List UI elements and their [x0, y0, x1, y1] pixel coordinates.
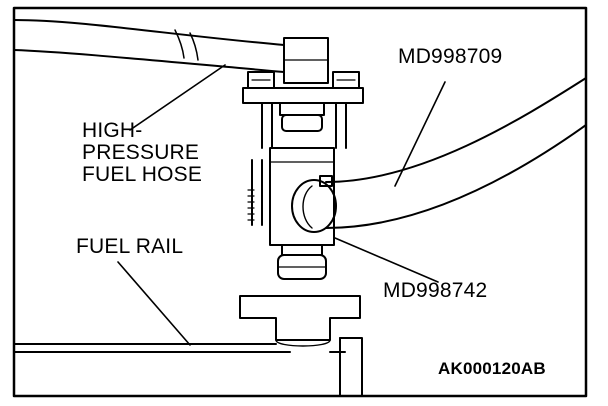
fuel-rail: [13, 337, 363, 397]
fuel-rail-port: [239, 295, 361, 347]
upper-coupling: [279, 102, 325, 132]
leader-lines: [117, 64, 446, 346]
tool-body: [269, 147, 335, 246]
lower-nozzle: [277, 244, 327, 280]
label-fuel-rail: FUEL RAIL: [76, 235, 184, 258]
figure-code: AK000120AB: [438, 359, 546, 378]
label-high-pressure-fuel-hose: HIGH- PRESSURE FUEL HOSE: [82, 119, 203, 186]
tool-hose: [291, 77, 587, 233]
label-tool-md998742: MD998742: [383, 279, 488, 302]
label-tool-md998709: MD998709: [398, 45, 503, 68]
adapter-flange: [242, 71, 364, 104]
side-rods: [247, 102, 347, 226]
top-fitting: [283, 37, 329, 84]
high-pressure-hose: [13, 19, 285, 73]
figure-border: [12, 6, 588, 398]
